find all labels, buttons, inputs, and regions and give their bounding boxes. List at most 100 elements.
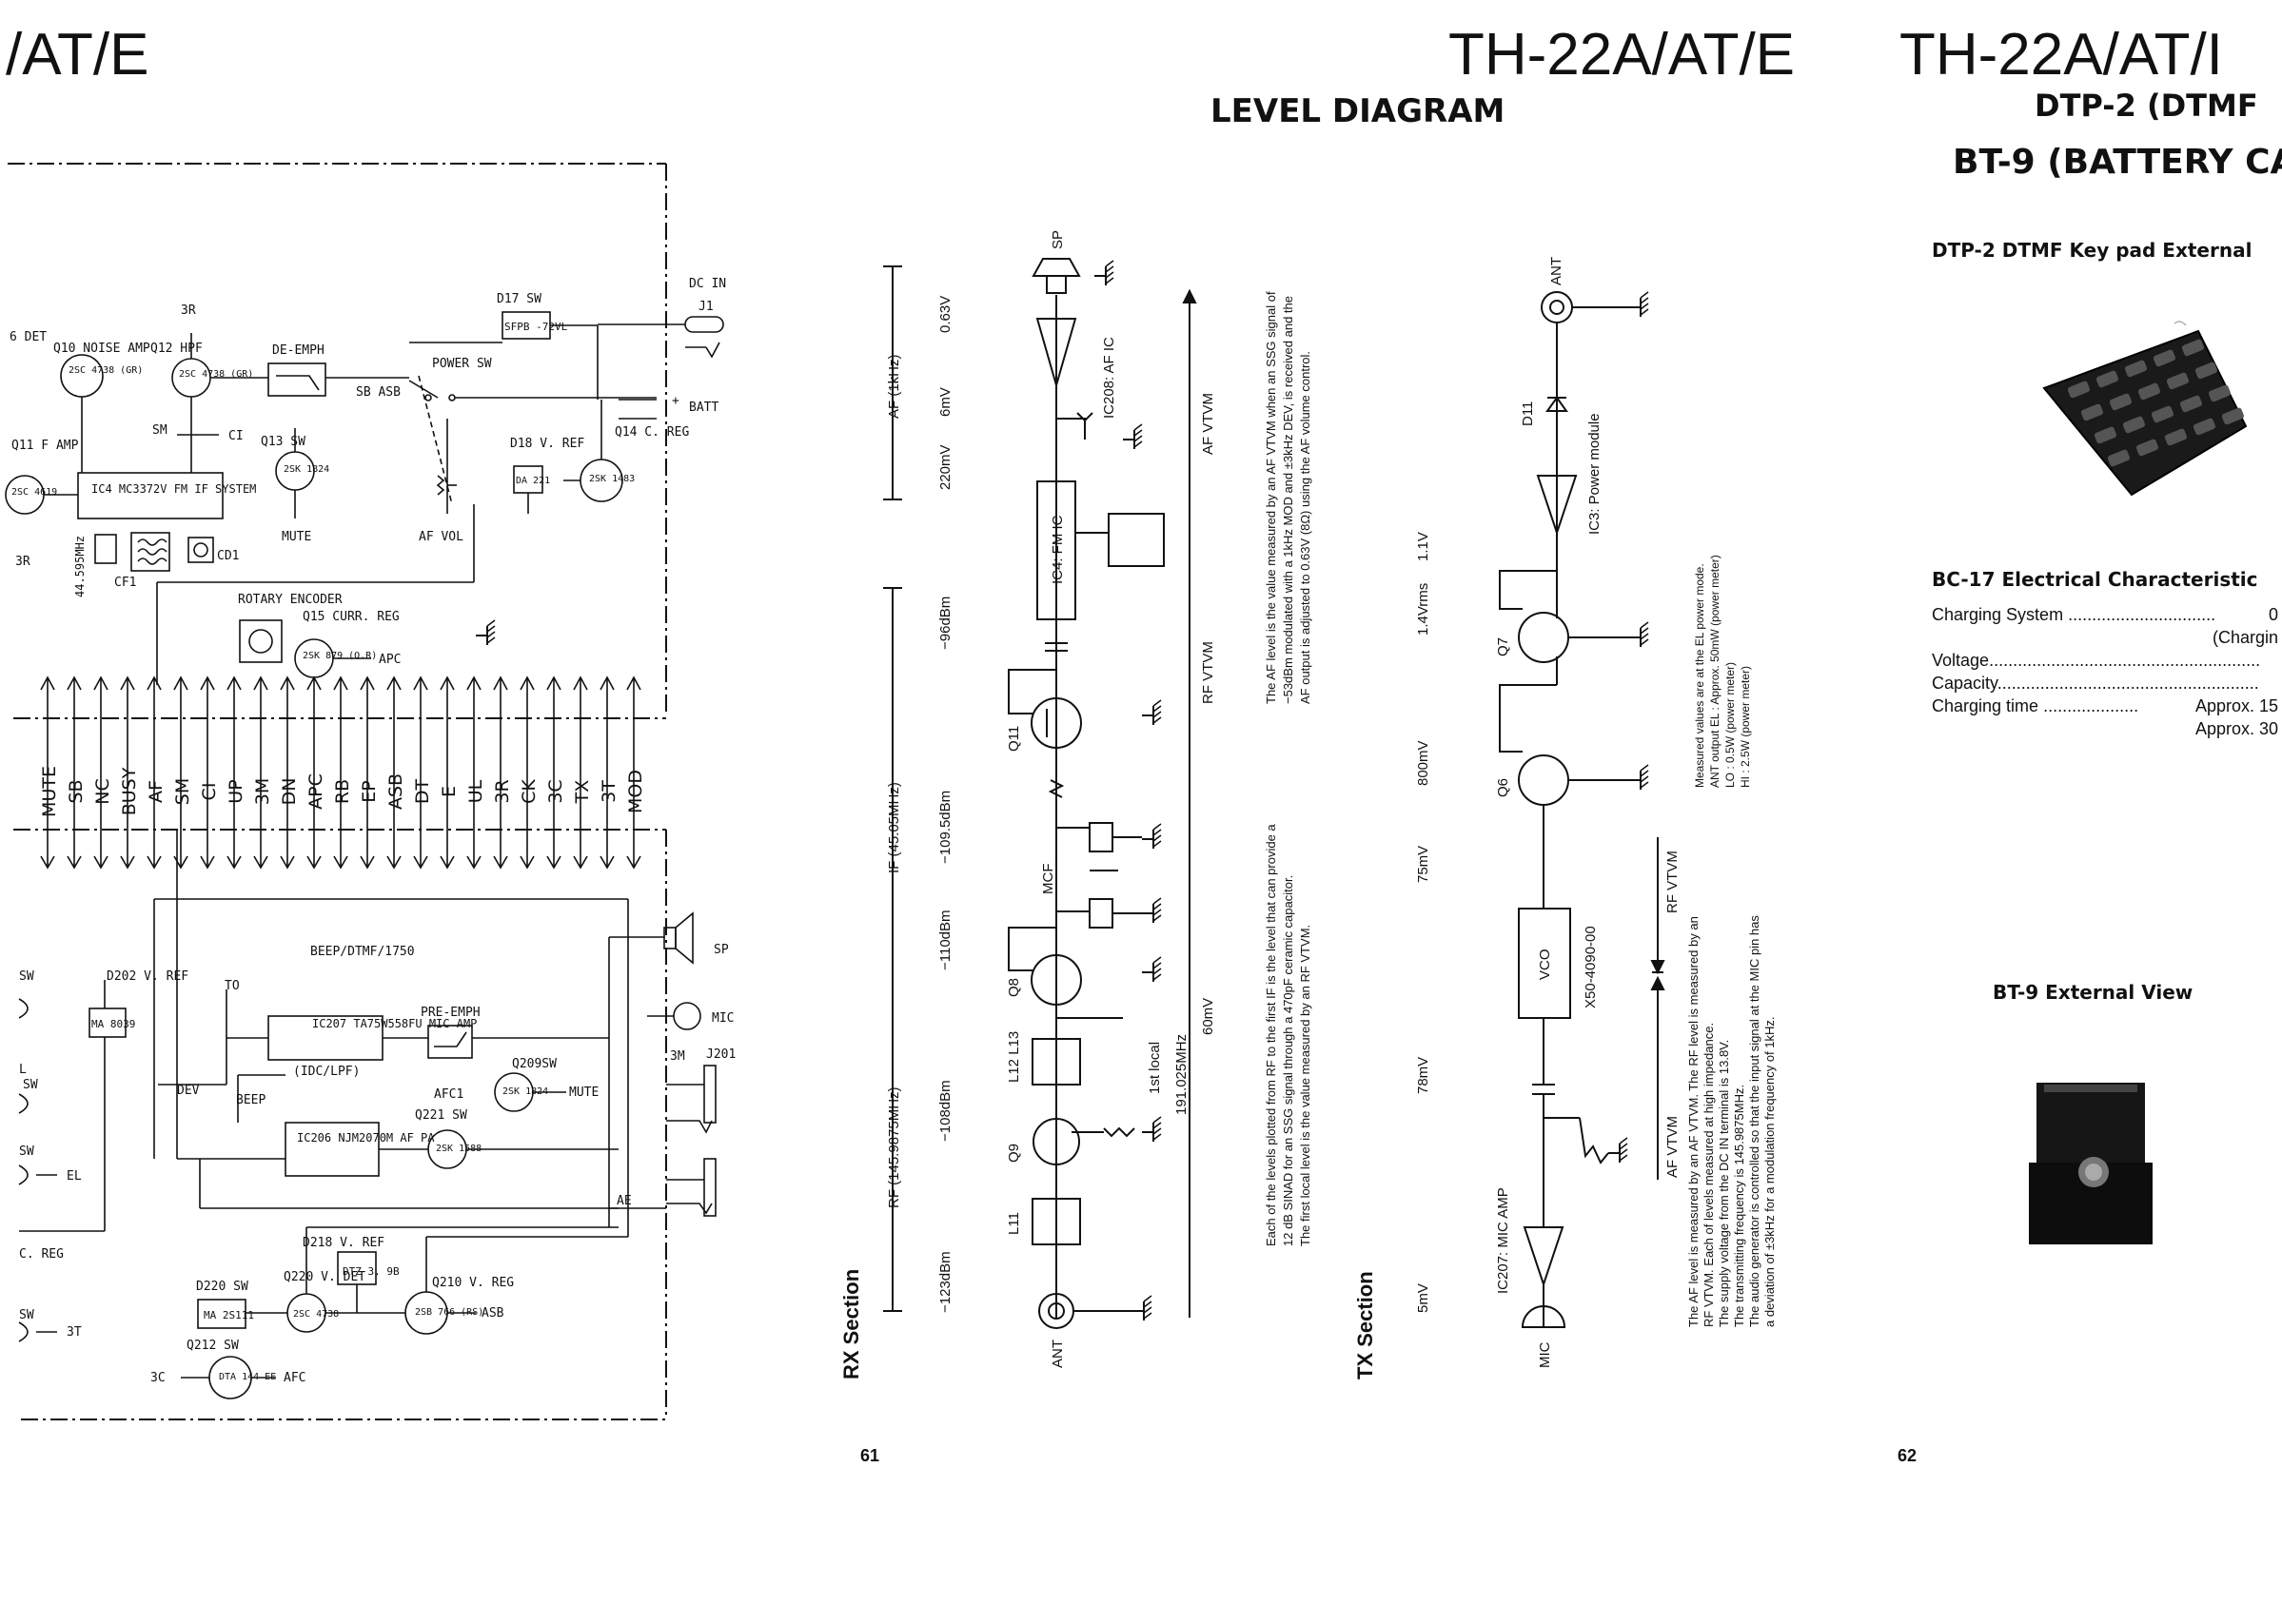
bus-pin-label: MUTE: [39, 766, 60, 817]
q221-label: Q221 SW: [415, 1108, 467, 1123]
tx-note-main-0: The AF level is measured by an AF VTVM. …: [1686, 916, 1701, 1327]
bus-pin: CK: [519, 675, 540, 870]
bus-pin-label: TX: [572, 780, 593, 805]
d218-part: DTZ 3. 9B: [343, 1265, 400, 1278]
if-range-label: IF (45.05MHz): [886, 782, 902, 873]
if-strip: [5, 333, 409, 572]
apc-label: APC: [379, 653, 401, 667]
q15-label: Q15 CURR. REG: [303, 610, 400, 624]
q220-label: Q220 V. DET: [284, 1270, 365, 1284]
rx-section-title: RX Section: [839, 1269, 863, 1379]
sw-label-1: SW: [19, 969, 34, 984]
keypad-key: [2179, 395, 2202, 413]
first-local-label: 1st local: [1147, 1042, 1163, 1094]
afc-label: AFC: [284, 1371, 305, 1385]
tx-ant-label: ANT: [1548, 257, 1564, 285]
bc17-table: Charging System ........................…: [1932, 605, 2278, 738]
bc17-row-value: Approx. 15: [2195, 696, 2278, 715]
j1-label: J1: [698, 300, 714, 314]
keypad-key: [2193, 418, 2215, 436]
tx-note-power-0: Measured values are at the EL power mode…: [1693, 563, 1706, 788]
ic206-label: IC206 NJM2070M AF PA: [297, 1131, 435, 1145]
tx-note-main-1: RF VTVM. Each of levels measured at high…: [1702, 1023, 1716, 1327]
first-local-freq: 191.025MHz: [1173, 1034, 1190, 1115]
tx-q7-label: Q7: [1495, 637, 1511, 656]
rx-note-af-0: The AF level is the value measured by an…: [1264, 291, 1278, 704]
bus-pin: ASB: [385, 675, 406, 870]
bt9-external-heading: BT-9 External View: [1993, 981, 2193, 1004]
3r-label: 3R: [181, 303, 196, 318]
power-section: [156, 311, 724, 685]
tx-mic-label: MIC: [1537, 1341, 1553, 1368]
keypad-key: [2124, 360, 2147, 378]
if-strip-labels: 6 DET Q10 NOISE AMP 2SC 4738 (GR) 3R Q12…: [10, 303, 329, 597]
q221-part: 2SK 1588: [436, 1144, 482, 1154]
af-range-label: AF (1kHz): [886, 354, 902, 419]
rx-level-0: 0.63V: [937, 296, 954, 333]
keypad-key: [2194, 362, 2217, 380]
bus-pin-label: NC: [92, 778, 113, 804]
q220-part: 2SC 4738: [293, 1309, 339, 1320]
keypad-key: [2153, 349, 2175, 367]
rx-note-if-0: Each of the levels plotted from RF to th…: [1264, 824, 1278, 1246]
d220-label: D220 SW: [196, 1280, 248, 1294]
q210-part: 2SB 766 (RS): [415, 1307, 483, 1318]
q209-part: 2SK 1824: [502, 1086, 548, 1097]
keypad-key: [2122, 416, 2145, 434]
bc17-heading: BC-17 Electrical Characteristic: [1932, 568, 2258, 591]
rx-level-5: −110dBm: [937, 910, 954, 970]
power-sw-label: POWER SW: [432, 357, 492, 371]
3m-label: 3M: [670, 1049, 685, 1064]
bus-pin: 3C: [545, 675, 566, 870]
bus-pin: CI: [199, 675, 220, 870]
bus-pin-label: AF: [146, 780, 167, 803]
bus-pin: SB: [66, 675, 87, 870]
mute-label-2: MUTE: [569, 1086, 599, 1100]
afc1-label: AFC1: [434, 1087, 463, 1102]
3c-label: 3C: [150, 1371, 166, 1385]
xtal-label: 44.595MHz: [73, 536, 87, 597]
bus-pin-label: DN: [279, 778, 300, 806]
rotary-labels: ROTARY ENCODER Q15 CURR. REG 2SK 879 (Q.…: [238, 593, 401, 667]
bus-pin-label: 3R: [492, 779, 513, 803]
q13-part: 2SK 1824: [284, 464, 329, 475]
bus-pin: SM: [172, 675, 193, 870]
rx-l11-label: L11: [1006, 1212, 1022, 1235]
power-section-labels: DC IN J1 D17 SW SFPB -72VL POWER SW BATT…: [356, 277, 726, 544]
rx-mcf-label: MCF: [1040, 864, 1056, 895]
bus-pin: NC: [92, 675, 113, 870]
tx-note-main-5: a deviation of ±3kHz for a modulation fr…: [1762, 1016, 1777, 1327]
tx-note-main-4: The audio generator is controlled so tha…: [1747, 915, 1761, 1327]
tx-note-main-3: The transmitting frequency is 145.9875MH…: [1732, 1085, 1746, 1327]
q209-label: Q209SW: [512, 1057, 557, 1071]
bus-pin: RB: [332, 675, 353, 870]
d202-part: MA 8039: [91, 1018, 135, 1030]
d17-label: D17 SW: [497, 292, 541, 306]
d17-part: SFPB -72VL: [504, 321, 568, 333]
bus-pin-label: UL: [465, 779, 486, 803]
creg-label: C. REG: [19, 1247, 64, 1262]
tx-note-power-1: ANT output EL : Approx. 50mW (power mete…: [1708, 555, 1721, 788]
cf1-label: CF1: [114, 576, 136, 590]
keypad-key: [2080, 403, 2103, 421]
beep-dtmf-label: BEEP/DTMF/1750: [310, 945, 415, 959]
bus-pin: BUSY: [119, 675, 140, 870]
bus-pin: TX: [572, 675, 593, 870]
d202-label: D202 V. REF: [107, 969, 188, 984]
bus-pin-label: 3T: [599, 780, 620, 803]
beep-label: BEEP: [236, 1093, 266, 1107]
bus-pin: EP: [359, 675, 380, 870]
q11-label: Q11 F AMP: [11, 439, 79, 453]
batt-minus: -: [674, 420, 681, 434]
bc17-row-value: (Chargin: [2213, 628, 2278, 647]
idc-lpf-label: (IDC/LPF): [293, 1065, 360, 1079]
d218-label: D218 V. REF: [303, 1236, 384, 1250]
sw-label-4: SW: [19, 1308, 34, 1322]
to-label: TO: [225, 979, 240, 993]
bc17-row: Voltage.................................…: [1932, 651, 2260, 670]
center-page-title: TH-22A/AT/E: [1448, 22, 1795, 88]
q11-part: 2SC 4619: [11, 487, 57, 498]
left-page-title: /AT/E: [6, 22, 148, 88]
rx-level-4: −109.5dBm: [937, 791, 954, 864]
